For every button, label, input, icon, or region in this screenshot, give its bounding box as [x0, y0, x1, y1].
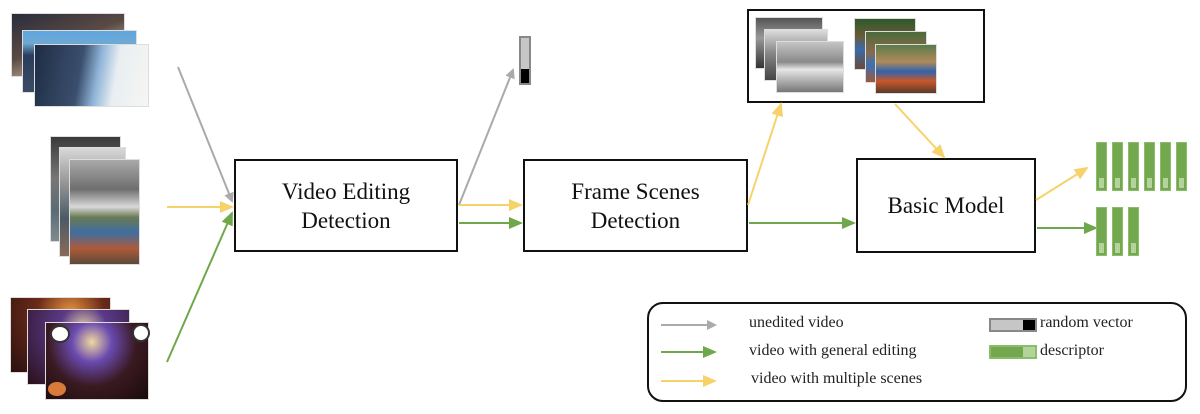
frame-scenes-detection-node: Frame Scenes Detection [523, 159, 748, 252]
legend-label-general-editing: video with general editing [749, 342, 917, 359]
node-label-line1: Video Editing [281, 178, 411, 204]
node-label-line2: Detection [301, 207, 391, 233]
random-vector [519, 36, 531, 85]
descriptor-bar [1176, 142, 1187, 191]
arrow-unedited-to-detection [177, 66, 234, 203]
descriptor-light-segment [1115, 178, 1120, 188]
legend-label-random-vector: random vector [1040, 314, 1133, 331]
legend-label-descriptor: descriptor [1040, 342, 1104, 359]
video-editing-detection-node: Video Editing Detection [234, 159, 458, 252]
basic-model-node: Basic Model [856, 158, 1036, 253]
node-label-line2: Detection [590, 207, 681, 233]
descriptor-light-segment [1131, 178, 1136, 188]
random-vector-dark-segment [521, 69, 529, 83]
legend-descriptor-icon [989, 345, 1037, 359]
arrow-frame-detection-to-scenes [747, 102, 783, 206]
video-frame [34, 44, 149, 107]
descriptor-bar [1160, 142, 1171, 191]
descriptor-bar [1112, 142, 1123, 191]
descriptor-light-segment [1099, 178, 1104, 188]
descriptor-light-segment [1131, 243, 1136, 253]
legend-arrows [661, 320, 717, 387]
node-label: Basic Model [887, 193, 1005, 218]
descriptor-bar [1128, 207, 1139, 256]
descriptor-light-segment [1163, 178, 1168, 188]
sticker-icon [48, 382, 66, 396]
descriptor-bar [1144, 142, 1155, 191]
arrow-edited-to-detection [166, 211, 233, 363]
scene-frame [776, 41, 844, 93]
descriptor-light-segment [1179, 178, 1184, 188]
video-frame [69, 159, 140, 265]
node-label-line1: Frame Scenes [571, 178, 700, 204]
legend-label-multiple-scenes: video with multiple scenes [751, 370, 923, 387]
descriptor-bar [1096, 142, 1107, 191]
sticker-icon [50, 325, 70, 343]
arrow-basic-model-to-multi-descriptors [1035, 166, 1089, 201]
scene-groups-box [747, 9, 985, 103]
descriptor-bar [1112, 207, 1123, 256]
descriptor-bar [1128, 142, 1139, 191]
descriptor-light-segment [1115, 243, 1120, 253]
legend-label-unedited: unedited video [749, 314, 844, 331]
legend: unedited video video with general editin… [647, 302, 1187, 402]
arrow-scenes-to-basic-model [894, 103, 946, 159]
descriptor-light-segment [1147, 178, 1152, 188]
legend-random-vector-icon [989, 318, 1037, 332]
descriptor-bar [1096, 207, 1107, 256]
sticker-icon [132, 324, 150, 342]
arrow-detection-to-random-vector [458, 68, 515, 206]
scene-frame [875, 44, 937, 94]
descriptor-light-segment [1099, 243, 1104, 253]
